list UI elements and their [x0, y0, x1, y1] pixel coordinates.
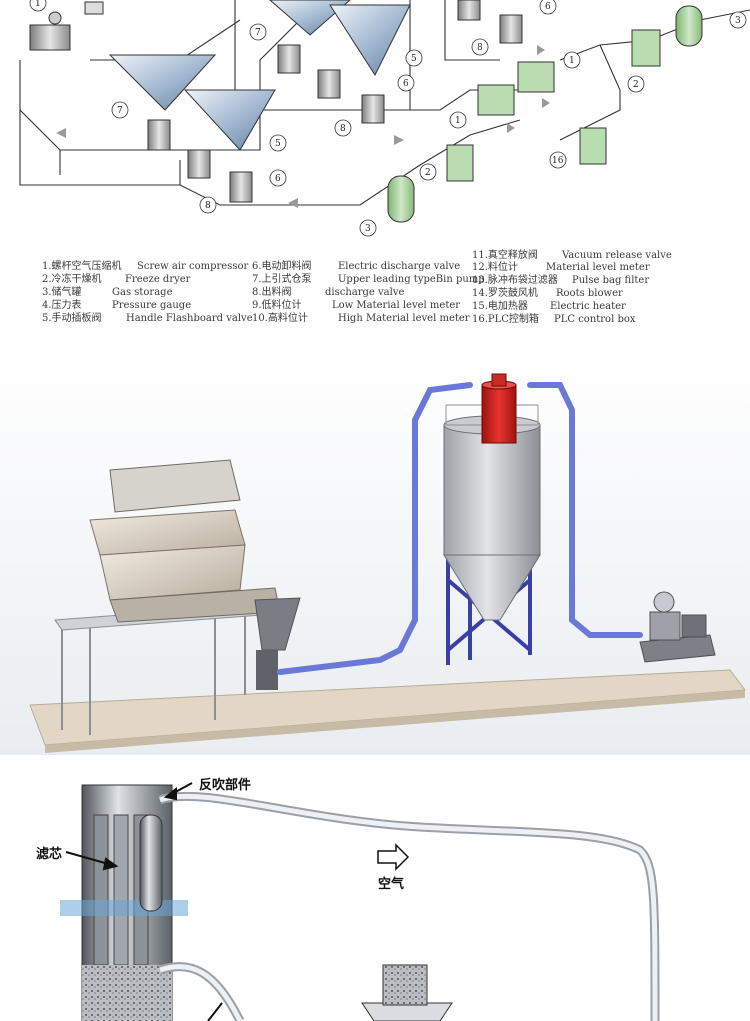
svg-text:8: 8 [477, 43, 483, 53]
conveying-tube [158, 791, 660, 1021]
receiving-hopper [361, 964, 453, 1021]
filter-cutaway-detail: 反吹部件 滤芯 空气 [0, 755, 750, 1021]
air-flow-arrow [377, 843, 410, 871]
label-backflush: 反吹部件 [199, 778, 252, 793]
rendering-svg [0, 350, 750, 755]
svg-text:6: 6 [545, 2, 551, 12]
svg-text:6: 6 [275, 174, 281, 184]
callout-numbers: 1 7 7 5 6 8 5 6 8 6 8 1 1 2 3 2 3 16 [35, 0, 741, 234]
svg-text:7: 7 [117, 106, 123, 116]
hopper-group-left [108, 54, 276, 203]
svg-text:2: 2 [425, 168, 431, 178]
svg-text:7: 7 [255, 28, 261, 38]
svg-text:5: 5 [411, 54, 417, 64]
label-air: 空气 [378, 877, 405, 892]
label-filter-core: 滤芯 [36, 847, 63, 862]
flow-arrows [56, 45, 550, 208]
conveying-pipeline [277, 382, 643, 675]
svg-text:5: 5 [275, 139, 281, 149]
svg-text:1: 1 [455, 116, 461, 126]
annotation-arrows [65, 782, 223, 1021]
svg-text:3: 3 [735, 16, 741, 26]
callout-1: 1 [35, 0, 41, 9]
gas-storage-tanks [387, 5, 703, 223]
base-platform [29, 669, 746, 753]
callout-markers [29, 0, 747, 237]
cutaway-svg [60, 782, 660, 1021]
hopper-group-mid [269, 0, 411, 124]
system-rendering [0, 350, 750, 755]
svg-text:16: 16 [552, 156, 564, 166]
filter-housing [60, 784, 188, 1021]
hopper-group-right [457, 0, 523, 44]
svg-text:8: 8 [205, 201, 211, 211]
screening-machine [54, 459, 301, 735]
pulse-bag-filter [481, 373, 517, 444]
freeze-dryer-units [446, 29, 661, 182]
storage-silo [443, 404, 541, 665]
svg-text:3: 3 [365, 224, 371, 234]
screw-air-compressor [29, 1, 104, 51]
svg-text:8: 8 [340, 124, 346, 134]
schematic-svg: 1 7 7 5 6 8 5 6 8 6 8 1 1 2 3 2 3 16 [19, 0, 750, 237]
svg-text:1: 1 [569, 56, 575, 66]
roots-blower [639, 591, 716, 663]
svg-text:2: 2 [633, 80, 639, 90]
svg-text:6: 6 [403, 79, 409, 89]
system-schematic: 1 7 7 5 6 8 5 6 8 6 8 1 1 2 3 2 3 16 [0, 0, 750, 240]
